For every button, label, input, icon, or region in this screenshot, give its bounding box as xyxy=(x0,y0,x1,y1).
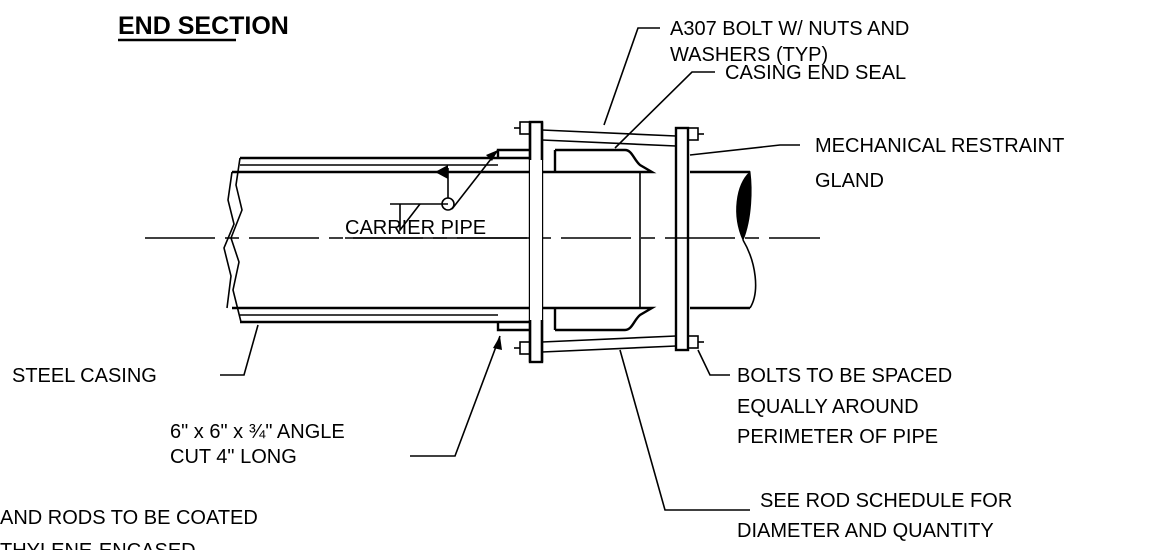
restraint-label-line2: GLAND xyxy=(815,170,884,192)
angle-label-line2: CUT 4" LONG xyxy=(170,446,297,468)
leader-rod-schedule xyxy=(619,349,750,511)
note-line2: THYLENE-ENCASED xyxy=(0,540,196,550)
leader-angle xyxy=(410,335,502,457)
rod-schedule-line2: DIAMETER AND QUANTITY xyxy=(737,520,994,542)
bolts-spaced-line3: PERIMETER OF PIPE xyxy=(737,426,938,448)
bolts-spaced-line1: BOLTS TO BE SPACED xyxy=(737,365,952,387)
tie-rod-bottom xyxy=(541,335,677,353)
leader-restraint-gland xyxy=(689,144,800,156)
mechanical-restraint-gland xyxy=(674,126,690,352)
leader-casing-end-seal xyxy=(614,71,715,149)
casing-end-seal xyxy=(553,148,657,332)
tie-rod-top xyxy=(541,129,677,147)
bolt-label-line2: WASHERS (TYP) xyxy=(670,44,828,66)
drawing-title: END SECTION xyxy=(118,12,289,40)
steel-casing-label: STEEL CASING xyxy=(12,365,157,387)
restraint-label-line1: MECHANICAL RESTRAINT xyxy=(815,135,1064,157)
leader-steel-casing xyxy=(220,324,259,376)
angle-bracket-bottom xyxy=(496,320,530,332)
leader-bolt xyxy=(603,27,660,126)
leader-bolts-spaced xyxy=(697,349,730,376)
angle-label-line1: 6" x 6" x ¾" ANGLE xyxy=(170,421,345,443)
note-line1: AND RODS TO BE COATED xyxy=(0,507,258,529)
weld-symbol-icon xyxy=(390,149,499,233)
bolts-spaced-line2: EQUALLY AROUND xyxy=(737,396,919,418)
angle-bracket-top xyxy=(496,148,530,160)
bolt-label-line1: A307 BOLT W/ NUTS AND xyxy=(670,18,909,40)
casing-end-seal-label: CASING END SEAL xyxy=(725,62,906,84)
steel-casing xyxy=(230,156,498,324)
bolt-nut-icon xyxy=(514,121,704,355)
carrier-pipe-label: CARRIER PIPE xyxy=(345,217,486,239)
rod-schedule-line1: SEE ROD SCHEDULE FOR xyxy=(760,490,1012,512)
